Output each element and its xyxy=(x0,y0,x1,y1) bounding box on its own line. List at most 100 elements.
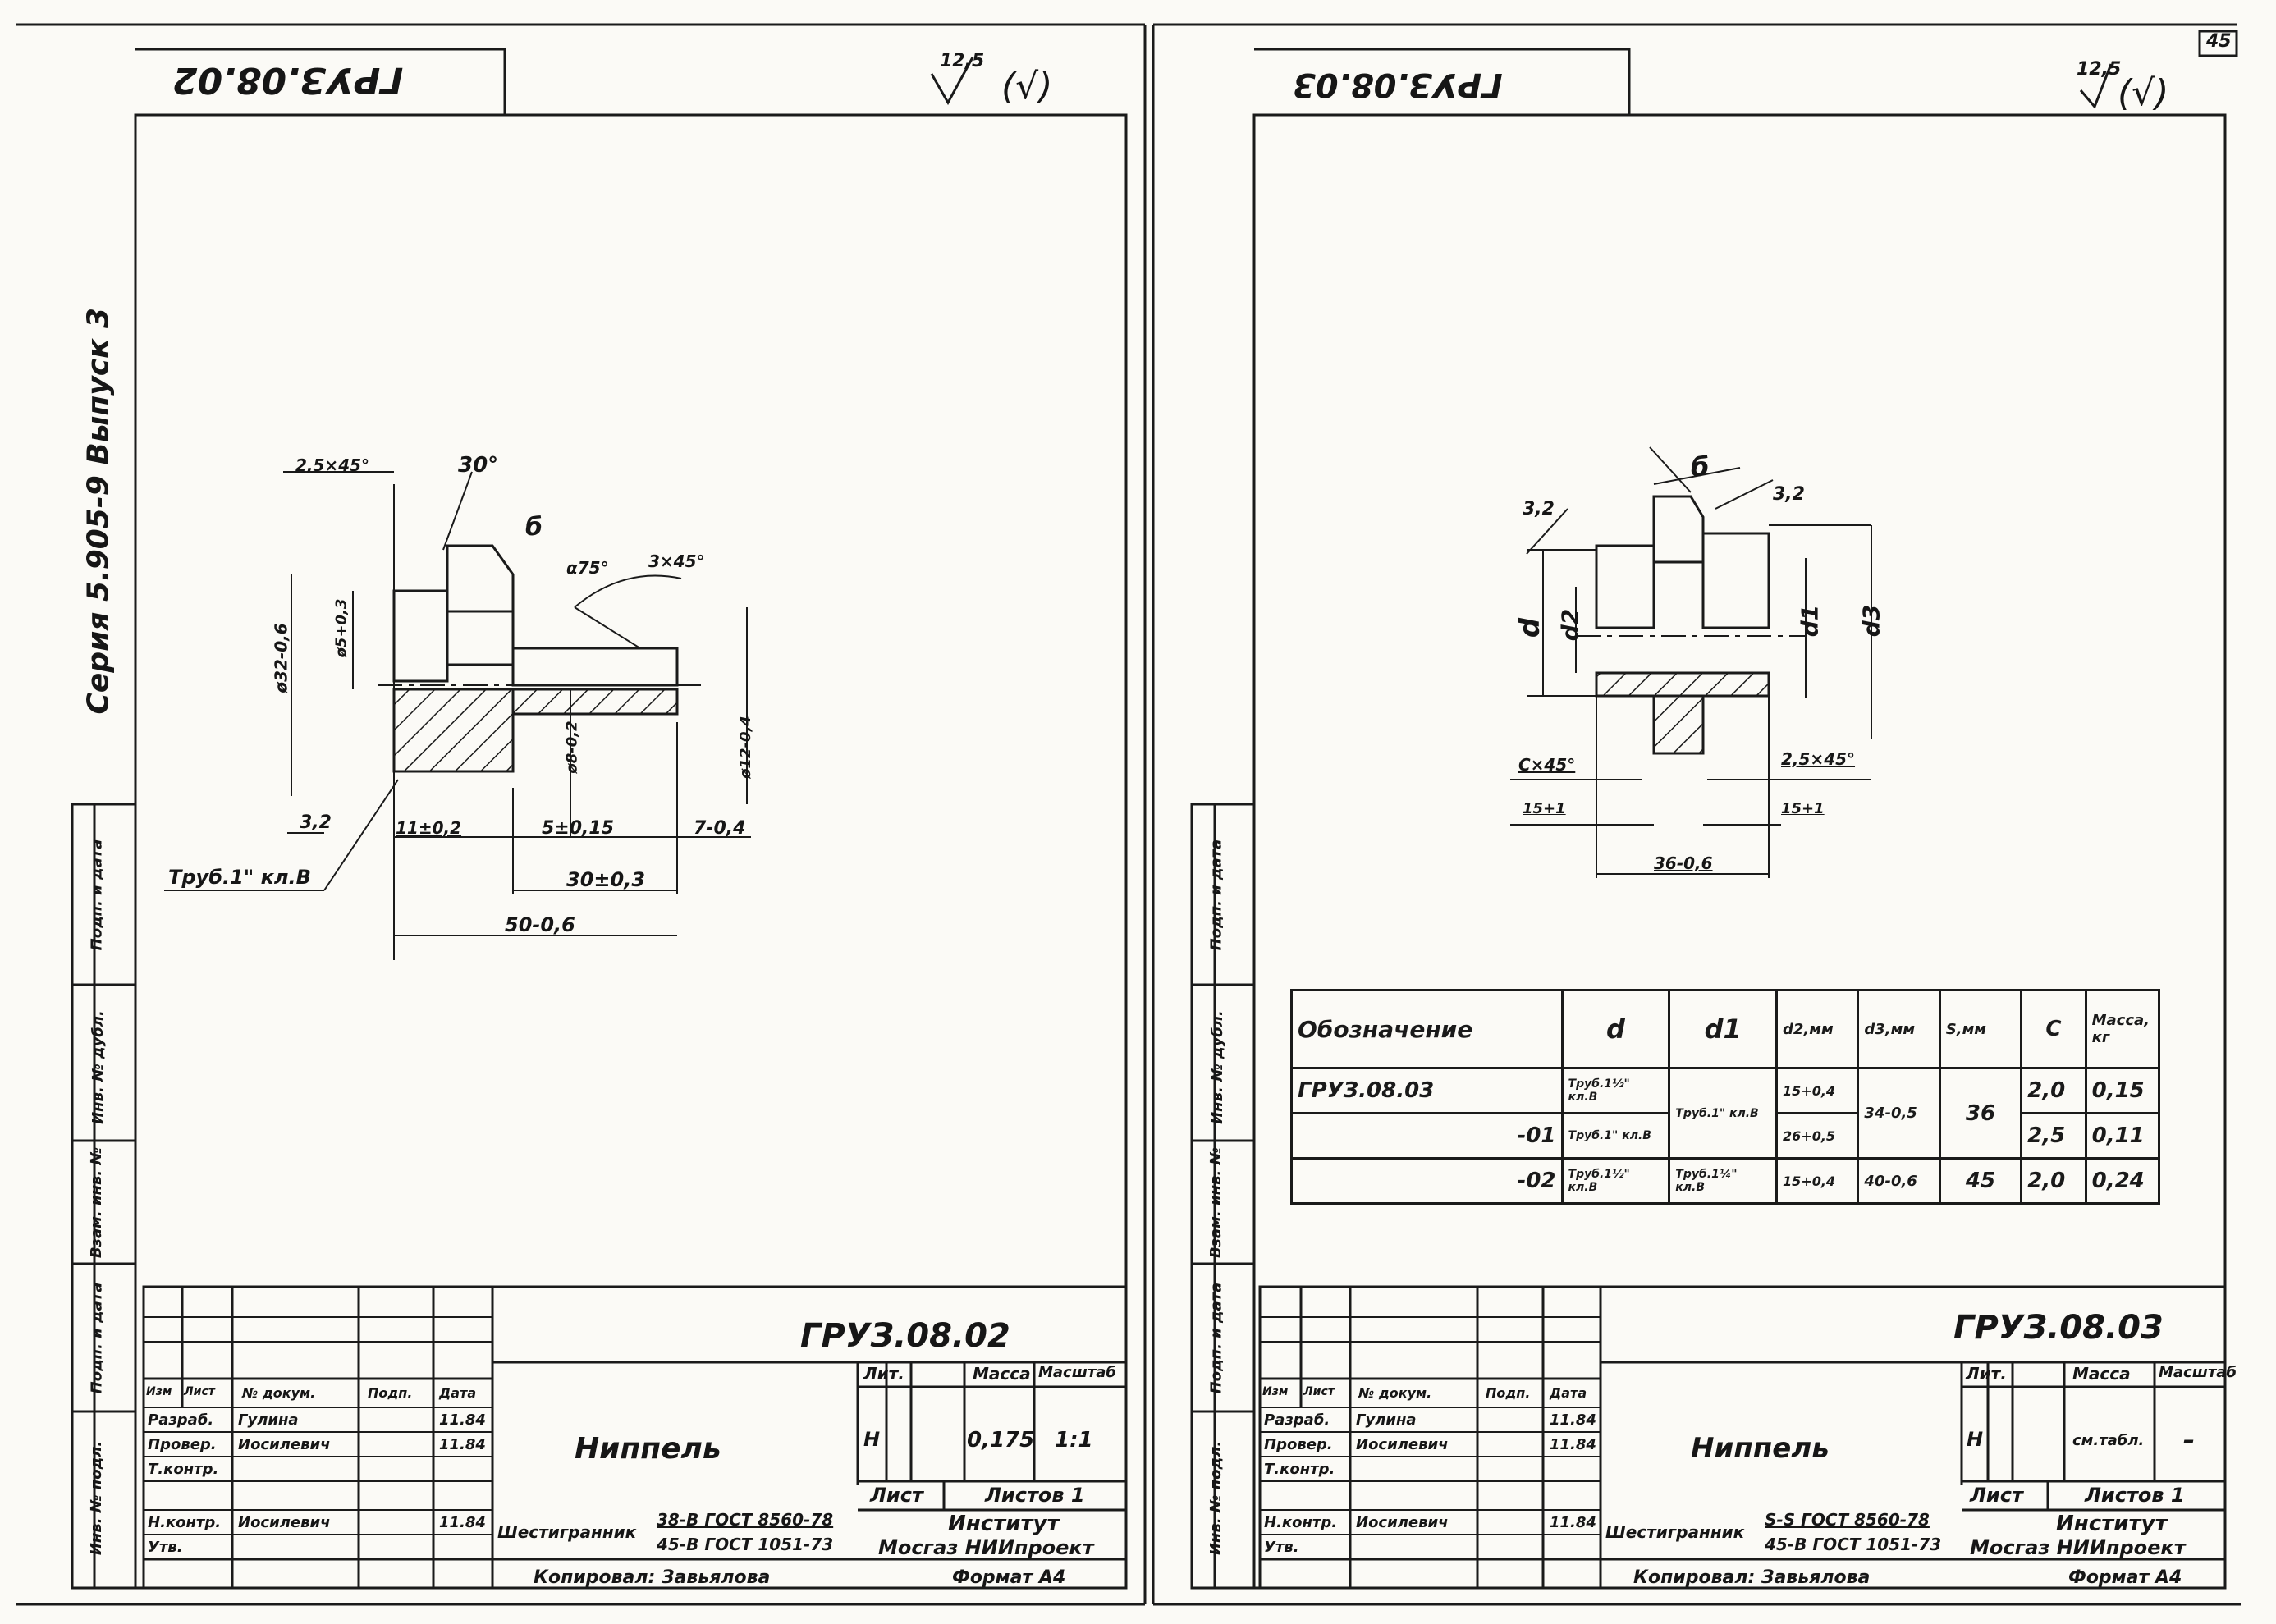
spec-cell: 2,0 xyxy=(2020,1067,2087,1114)
spec-cell: 26+0,5 xyxy=(1775,1112,1860,1160)
left-stamp-sheets: Листов 1 xyxy=(985,1484,1085,1507)
right-stamp-header-list: Лист xyxy=(1303,1385,1335,1398)
right-drawing-sheet: ГРУЗ.08.03 45 12,5 (√) 3,2 б 3,2 d d2 d1… xyxy=(1149,0,2276,1624)
left-dim-d32: ø32-0,6 xyxy=(271,623,291,693)
left-dim-d11: 11±0,2 xyxy=(396,818,462,838)
left-dim-chamfer: 2,5×45° xyxy=(295,455,370,475)
spec-cell: 0,11 xyxy=(2084,1112,2161,1160)
right-dim-d1: d1 xyxy=(1796,604,1824,638)
right-stamp-format: Формат А4 xyxy=(2068,1567,2182,1588)
spec-header-c: С xyxy=(2020,989,2087,1069)
spec-cell: ГРУЗ.08.03 xyxy=(1290,1067,1564,1114)
left-stamp-material-top: 38-В ГОСТ 8560-78 xyxy=(657,1510,834,1530)
left-stamp-scale-value: 1:1 xyxy=(1055,1428,1093,1452)
left-role-1: Разраб. xyxy=(148,1411,214,1429)
right-dim-l15b: 15+1 xyxy=(1781,800,1825,817)
right-stamp-sheet: Лист xyxy=(1970,1484,2023,1507)
right-role-3: Т.контр. xyxy=(1264,1461,1335,1478)
right-side-label-3: Взам. инв. № xyxy=(1207,1146,1225,1259)
left-stamp-mass-value: 0,175 xyxy=(967,1428,1035,1452)
right-drawing-lines xyxy=(1152,23,2241,1606)
table-row: ГРУЗ.08.03 Труб.1½" кл.В Труб.1" кл.В 15… xyxy=(1290,1067,2161,1160)
left-dim-d7: 7-0,4 xyxy=(694,818,746,839)
right-code-mirrored: ГРУЗ.08.03 xyxy=(1293,66,1503,103)
left-dim-d8: ø8-0,2 xyxy=(563,721,581,774)
left-dim-s-mark: б xyxy=(525,513,543,542)
right-dim-l36: 36-0,6 xyxy=(1654,853,1713,873)
page-number: 45 xyxy=(2206,31,2232,52)
right-dim-d3: d3 xyxy=(1857,604,1885,638)
spec-header-s: S,мм xyxy=(1938,989,2023,1069)
right-stamp-copied: Копировал: Завьялова xyxy=(1633,1567,1871,1588)
spec-header-mass: Масса, кг xyxy=(2084,989,2161,1069)
spec-cell: 45 xyxy=(1938,1157,2023,1205)
right-person-1: Гулина xyxy=(1356,1411,1417,1429)
left-stamp-header-date: Дата xyxy=(439,1385,477,1401)
left-side-label-1: Инв. № подл. xyxy=(88,1440,106,1556)
spec-header-d3: d3,мм xyxy=(1857,989,1941,1069)
left-person-2: Иосилевич xyxy=(238,1436,331,1453)
left-person-5: Иосилевич xyxy=(238,1514,331,1531)
right-side-label-2: Подп. и дата xyxy=(1207,1282,1225,1394)
right-stamp-name: Ниппель xyxy=(1691,1432,1830,1465)
left-dim-pipe: Труб.1" кл.В xyxy=(168,866,311,889)
right-stamp-scale-value: – xyxy=(2183,1426,2195,1453)
right-stamp-lit-value: Н xyxy=(1967,1428,1984,1451)
left-stamp-header-izm: Изм xyxy=(146,1385,172,1398)
left-stamp-copied: Копировал: Завьялова xyxy=(534,1567,771,1588)
left-role-5: Н.контр. xyxy=(148,1514,222,1531)
left-role-3: Т.контр. xyxy=(148,1461,219,1478)
right-person-5: Иосилевич xyxy=(1356,1514,1449,1531)
right-role-5: Н.контр. xyxy=(1264,1514,1338,1531)
right-role-6: Утв. xyxy=(1264,1539,1299,1556)
spec-cell: 2,0 xyxy=(2020,1157,2087,1205)
spec-cell: Труб.1" кл.В xyxy=(1560,1112,1671,1160)
right-side-label-4: Инв. № дубл. xyxy=(1208,1010,1226,1124)
right-stamp-header-izm: Изм xyxy=(1262,1385,1289,1398)
right-stamp-header-date: Дата xyxy=(1550,1385,1587,1401)
left-stamp-material-bottom: 45-В ГОСТ 1051-73 xyxy=(657,1535,834,1554)
right-dim-r32a: 3,2 xyxy=(1523,499,1555,519)
left-role-6: Утв. xyxy=(148,1539,183,1556)
spec-header-d2: d2,мм xyxy=(1775,989,1860,1069)
spec-cell: 34-0,5 xyxy=(1857,1067,1941,1160)
left-drawing-sheet: ГРУЗ.08.02 12,5 (√) Серия 5.905-9 Выпуск… xyxy=(16,23,1147,1606)
left-dim-d5: ø5+0,3 xyxy=(332,598,350,658)
spec-cell: 36 xyxy=(1938,1067,2023,1160)
left-stamp-org2: Мосгаз НИИпроект xyxy=(878,1536,1094,1559)
right-stamp-material-prefix: Шестигранник xyxy=(1605,1522,1745,1542)
right-dim-cx45: С×45° xyxy=(1518,755,1576,775)
left-stamp-name: Ниппель xyxy=(575,1432,721,1466)
left-series-label: Серия 5.905-9 Выпуск 3 xyxy=(81,307,116,715)
left-stamp-lit-value: Н xyxy=(863,1428,881,1451)
right-dim-l15a: 15+1 xyxy=(1523,800,1566,817)
left-stamp-head-scale: Масштаб xyxy=(1038,1364,1116,1381)
right-dim-c25x45: 2,5×45° xyxy=(1781,749,1856,769)
right-stamp-material-bottom: 45-В ГОСТ 1051-73 xyxy=(1765,1535,1942,1554)
right-stamp-org2: Мосгаз НИИпроект xyxy=(1970,1536,2186,1559)
right-stamp-code: ГРУЗ.08.03 xyxy=(1953,1309,2164,1347)
left-date-2: 11.84 xyxy=(439,1436,486,1453)
right-side-label-5: Подп. и дата xyxy=(1207,839,1225,951)
left-role-2: Провер. xyxy=(148,1436,217,1453)
right-spec-table: Обозначение d d1 d2,мм d3,мм S,мм С Масс… xyxy=(1290,989,2161,1205)
right-date-5: 11.84 xyxy=(1550,1514,1596,1531)
spec-cell: 15+0,4 xyxy=(1775,1157,1860,1205)
right-side-label-1: Инв. № подл. xyxy=(1207,1440,1225,1556)
left-stamp-sheet: Лист xyxy=(870,1484,923,1507)
left-stamp-head-lit: Лит. xyxy=(863,1364,904,1384)
left-drawing-lines xyxy=(16,23,1147,1606)
left-stamp-header-sign: Подп. xyxy=(368,1385,413,1401)
right-stamp-material-top: S-S ГОСТ 8560-78 xyxy=(1765,1510,1930,1530)
right-stamp-head-mass: Масса xyxy=(2072,1364,2131,1384)
left-side-label-3: Взам. инв. № xyxy=(88,1146,106,1259)
table-row: -02 Труб.1½" кл.В Труб.1¼" кл.В 15+0,4 4… xyxy=(1290,1157,2161,1205)
spec-cell: -02 xyxy=(1290,1157,1564,1205)
spec-cell: -01 xyxy=(1290,1112,1564,1160)
left-stamp-head-mass: Масса xyxy=(973,1364,1031,1384)
spec-cell: 0,15 xyxy=(2084,1067,2161,1114)
right-dim-s-mark: б xyxy=(1691,451,1710,483)
left-dim-angle-30: 30° xyxy=(458,453,499,478)
left-side-label-4: Инв. № дубл. xyxy=(89,1010,107,1124)
right-role-1: Разраб. xyxy=(1264,1411,1330,1429)
